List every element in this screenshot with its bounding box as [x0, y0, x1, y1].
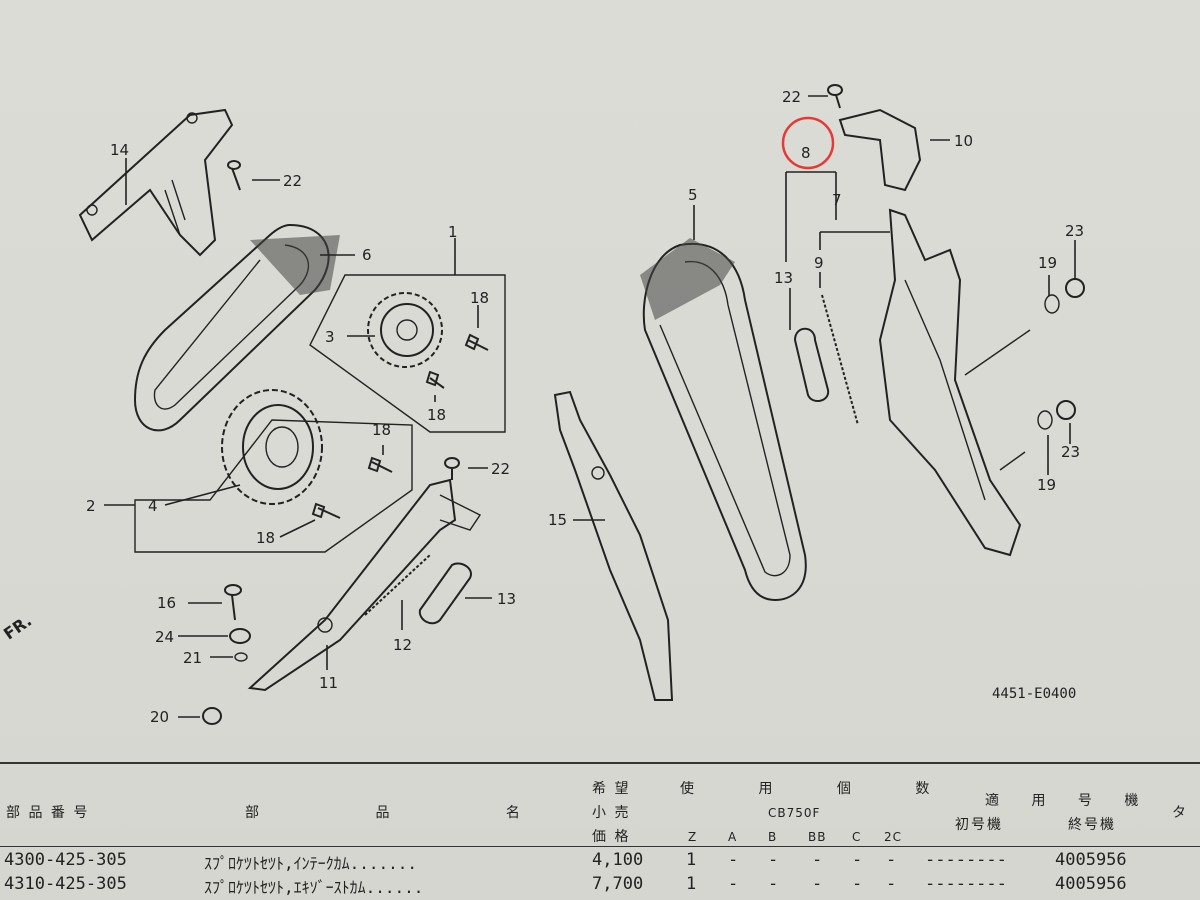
cam-chain-left [133, 223, 340, 432]
callout-20: 20 [150, 708, 169, 726]
row-part-name: ｽﾌﾟﾛｹﾂﾄｾﾂﾄ,ｴｷｿﾞｰｽﾄｶﾑ...... [204, 878, 424, 897]
row-qty: 1 [686, 874, 697, 894]
callout-19b: 19 [1037, 476, 1056, 494]
row-part-no: 4300-425-305 [4, 850, 127, 870]
row-col-2c: - [886, 850, 897, 870]
callout-5: 5 [688, 186, 698, 204]
exhaust-cam-sprocket [221, 389, 323, 505]
row-col-2c: - [886, 874, 897, 894]
row-first-no: -------- [925, 850, 1007, 870]
tensioner-spring [364, 554, 431, 616]
callout-4: 4 [148, 497, 158, 515]
chain-guide-top [78, 108, 234, 257]
row-col-c: - [852, 874, 863, 894]
row-col-a: - [728, 850, 739, 870]
callout-6: 6 [362, 246, 372, 264]
header-usage: 使 用 個 数 [680, 781, 960, 797]
header-col-bb: BB [808, 830, 827, 844]
header-col-z: Z [688, 830, 698, 844]
row-price: 7,700 [592, 874, 644, 894]
callout-11: 11 [319, 674, 338, 692]
row-last-no: 4005956 [1055, 850, 1127, 870]
callout-3: 3 [325, 328, 335, 346]
row-price: 4,100 [592, 850, 644, 870]
callout-9: 9 [814, 254, 824, 272]
row-part-name: ｽﾌﾟﾛｹﾂﾄｾﾂﾄ,ｲﾝﾃｰｸｶﾑ....... [204, 854, 418, 873]
header-price-l3: 価 格 [592, 829, 631, 845]
row-part-no: 4310-425-305 [4, 874, 127, 894]
bracket-10 [827, 84, 922, 192]
callout-18d: 18 [256, 529, 275, 547]
chain-guide-15 [553, 390, 674, 701]
row-qty: 1 [686, 850, 697, 870]
row-col-b: - [768, 850, 779, 870]
tensioner-arm [247, 457, 482, 692]
header-col-c: C [852, 830, 862, 844]
header-model: CB750F [768, 806, 821, 820]
callout-23b: 23 [1061, 443, 1080, 461]
exploded-parts-diagram: 14 22 6 1 18 3 18 18 2 4 18 22 16 24 21 … [78, 84, 1085, 726]
row-col-bb: - [812, 850, 823, 870]
row-first-no: -------- [925, 874, 1007, 894]
sleeve-13-lower [418, 562, 472, 625]
callout-23a: 23 [1065, 222, 1084, 240]
callout-22c: 22 [782, 88, 801, 106]
header-first-no: 初号機 [955, 817, 1003, 833]
row-col-a: - [728, 874, 739, 894]
callouts: 14 22 6 1 18 3 18 18 2 4 18 22 16 24 21 … [86, 88, 1084, 726]
callout-2: 2 [86, 497, 96, 515]
callout-16: 16 [157, 594, 176, 612]
sleeve-13-upper [793, 327, 830, 402]
row-col-b: - [768, 874, 779, 894]
row-last-no: 4005956 [1055, 874, 1127, 894]
cam-chain-right [640, 238, 807, 602]
callout-24: 24 [155, 628, 174, 646]
row-col-c: - [852, 850, 863, 870]
callout-18c: 18 [372, 421, 391, 439]
header-price-l1: 希 望 [592, 781, 631, 797]
callout-14: 14 [110, 141, 129, 159]
header-price-l2: 小 売 [592, 805, 631, 821]
highlight-circle-8 [781, 116, 835, 170]
header-bottom-rule [0, 846, 1200, 847]
diagram-code: 4451-E0400 [992, 686, 1077, 702]
callout-15: 15 [548, 511, 567, 529]
callout-19a: 19 [1038, 254, 1057, 272]
leader-lines [104, 95, 1076, 718]
header-part-name: 部 品 名 [245, 805, 576, 821]
intake-cam-sprocket [367, 292, 443, 368]
header-col-b: B [768, 830, 778, 844]
callout-18a: 18 [470, 289, 489, 307]
callout-21: 21 [183, 649, 202, 667]
callout-1: 1 [448, 223, 458, 241]
header-col-2c: 2C [884, 830, 903, 844]
header-last-no: 終号機 [1068, 817, 1116, 833]
header-extra: タ [1172, 805, 1188, 821]
header-col-a: A [728, 830, 738, 844]
row-col-bb: - [812, 874, 823, 894]
callout-13b: 13 [774, 269, 793, 287]
parts-table: 部 品 番 号 部 品 名 希 望 小 売 価 格 使 用 個 数 CB750F… [0, 762, 1200, 900]
tensioner-assembly [878, 208, 1031, 557]
callout-13a: 13 [497, 590, 516, 608]
washers-nuts [1037, 278, 1085, 430]
bolt-22-left [227, 160, 242, 191]
callout-7: 7 [832, 191, 842, 209]
callout-8: 8 [801, 144, 811, 162]
callout-18b: 18 [427, 406, 446, 424]
sprocket-set-box [134, 274, 506, 553]
callout-12: 12 [393, 636, 412, 654]
table-top-rule [0, 762, 1200, 764]
callout-22b: 22 [491, 460, 510, 478]
callout-10: 10 [954, 132, 973, 150]
callout-22a: 22 [283, 172, 302, 190]
spring-9 [821, 294, 859, 426]
header-part-no: 部 品 番 号 [6, 805, 90, 821]
bolts-18 [311, 333, 489, 519]
bolt-washer-group [202, 584, 251, 725]
header-applicable: 適 用 号 機 [985, 793, 1153, 809]
